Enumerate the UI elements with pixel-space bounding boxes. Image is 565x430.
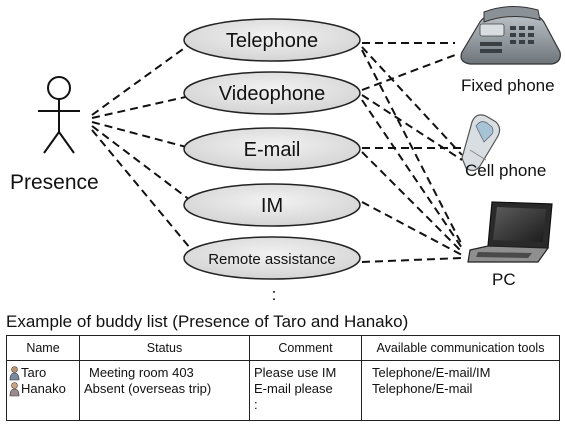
buddy-name: Taro	[21, 365, 47, 380]
status-text: Absent (overseas trip)	[84, 381, 212, 396]
table-row: Taro Hanako Meeting room 403 Absent (ove…	[6, 360, 560, 421]
person-icon	[9, 381, 20, 396]
service-label: Remote assistance	[208, 251, 336, 268]
device-label-fixed-phone: Fixed phone	[461, 76, 555, 95]
service-videophone: Videophone	[183, 71, 361, 115]
name-cell: Taro Hanako	[6, 360, 80, 421]
comment-continuation: :	[254, 397, 258, 412]
status-cell: Meeting room 403 Absent (overseas trip)	[79, 360, 250, 421]
column-header-status: Status	[79, 335, 250, 361]
buddy-list-table: Name Status Comment Available communicat…	[6, 335, 560, 421]
comment-text: Please use IM	[254, 365, 337, 380]
person-icon	[9, 365, 20, 380]
desk-phone-icon	[460, 6, 561, 65]
service-label: Videophone	[219, 83, 325, 105]
comment-text: E-mail please	[254, 381, 333, 396]
device-connectors	[361, 42, 463, 263]
actor-connectors	[91, 43, 191, 249]
column-header-name: Name	[6, 335, 80, 361]
column-header-comment: Comment	[249, 335, 362, 361]
buddy-taro: Taro	[9, 365, 79, 381]
comment-cell: Please use IM E-mail please :	[249, 360, 362, 421]
device-label-cell-phone: Cell phone	[465, 161, 546, 180]
laptop-icon	[467, 201, 553, 263]
tools-text: Telephone/E-mail	[372, 381, 473, 396]
buddy-hanako: Hanako	[9, 381, 79, 397]
service-im: IM	[183, 183, 361, 227]
service-remote-assistance: Remote assistance	[183, 236, 361, 280]
service-label: E-mail	[244, 139, 301, 161]
services-continuation: :	[272, 285, 277, 304]
buddy-name: Hanako	[21, 381, 66, 396]
service-label: Telephone	[226, 30, 318, 52]
cell-phone-icon	[461, 114, 501, 172]
status-text: Meeting room 403	[89, 365, 194, 380]
buddy-list-caption: Example of buddy list (Presence of Taro …	[6, 312, 409, 331]
service-email: E-mail	[183, 127, 361, 171]
service-telephone: Telephone	[183, 18, 361, 62]
presence-actor-icon	[38, 76, 80, 154]
tools-text: Telephone/E-mail/IM	[372, 365, 491, 380]
device-label-pc: PC	[492, 270, 516, 289]
service-label: IM	[261, 195, 283, 217]
column-header-tools: Available communication tools	[361, 335, 560, 361]
table-header-row: Name Status Comment Available communicat…	[6, 335, 560, 361]
tools-cell: Telephone/E-mail/IM Telephone/E-mail	[361, 360, 560, 421]
actor-label: Presence	[10, 171, 99, 194]
